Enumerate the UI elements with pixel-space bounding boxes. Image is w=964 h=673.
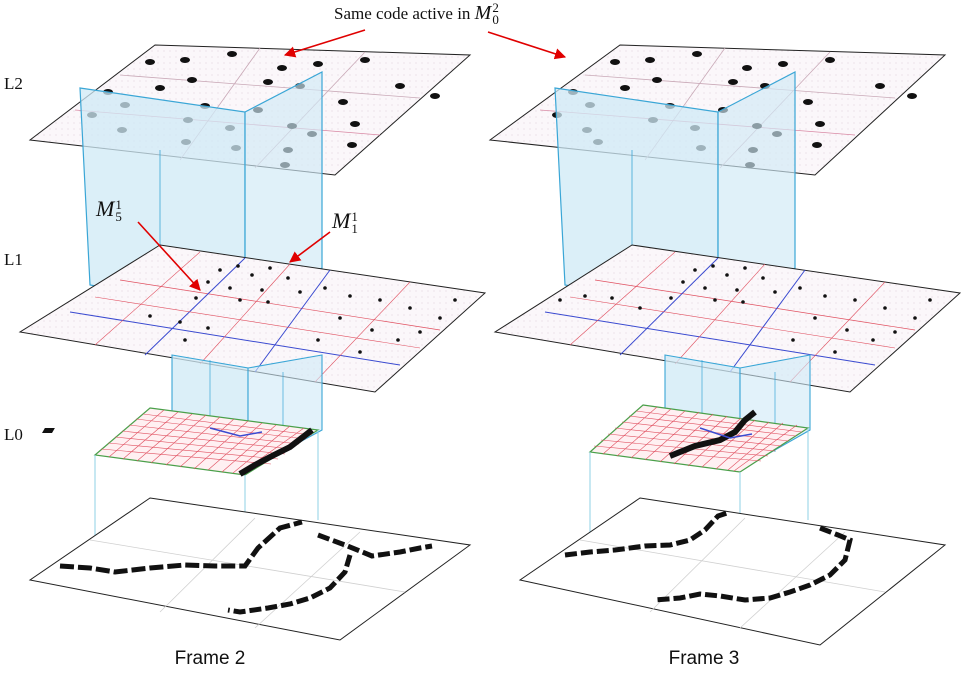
- top-annotation-text: Same code active in: [334, 4, 471, 23]
- arrow-to-frame-2-l2: [283, 29, 366, 58]
- m5-letter: M: [96, 196, 115, 221]
- level-label-l0: L0: [4, 425, 23, 444]
- level-label-l1: L1: [4, 250, 23, 269]
- frame-3-input-plane: [518, 428, 947, 646]
- frame-2-l0-grid: [42, 407, 320, 477]
- frame-3-l0-grid: [588, 404, 810, 473]
- frame-3-diagram: [488, 44, 962, 646]
- arrows: [137, 29, 567, 291]
- frame-3-l1-plane: [493, 244, 962, 393]
- level-label-l2: L2: [4, 74, 23, 93]
- frame-2-diagram: [18, 44, 487, 641]
- arrow-m1-label: [289, 231, 331, 263]
- m5-sup: 1: [115, 196, 122, 212]
- m02-sub: 0: [492, 12, 499, 28]
- arrow-to-frame-3-l2: [487, 31, 567, 60]
- m5-sub: 5: [115, 208, 122, 224]
- m1-sub: 1: [351, 220, 358, 236]
- m02-sup: 2: [492, 0, 499, 16]
- m1-sup: 1: [351, 208, 358, 224]
- frame-3-l1-dots: [558, 264, 932, 354]
- arrow-m5-label: [137, 221, 201, 291]
- frame-2-input-plane: [28, 430, 472, 641]
- frame-3-label: Frame 3: [668, 648, 740, 669]
- frame-2-l1-dots: [148, 264, 457, 354]
- frame-2-label: Frame 2: [174, 648, 246, 669]
- m1-letter: M: [332, 208, 351, 233]
- m02-letter: M: [474, 2, 492, 24]
- frame-2-l1-plane: [18, 244, 487, 393]
